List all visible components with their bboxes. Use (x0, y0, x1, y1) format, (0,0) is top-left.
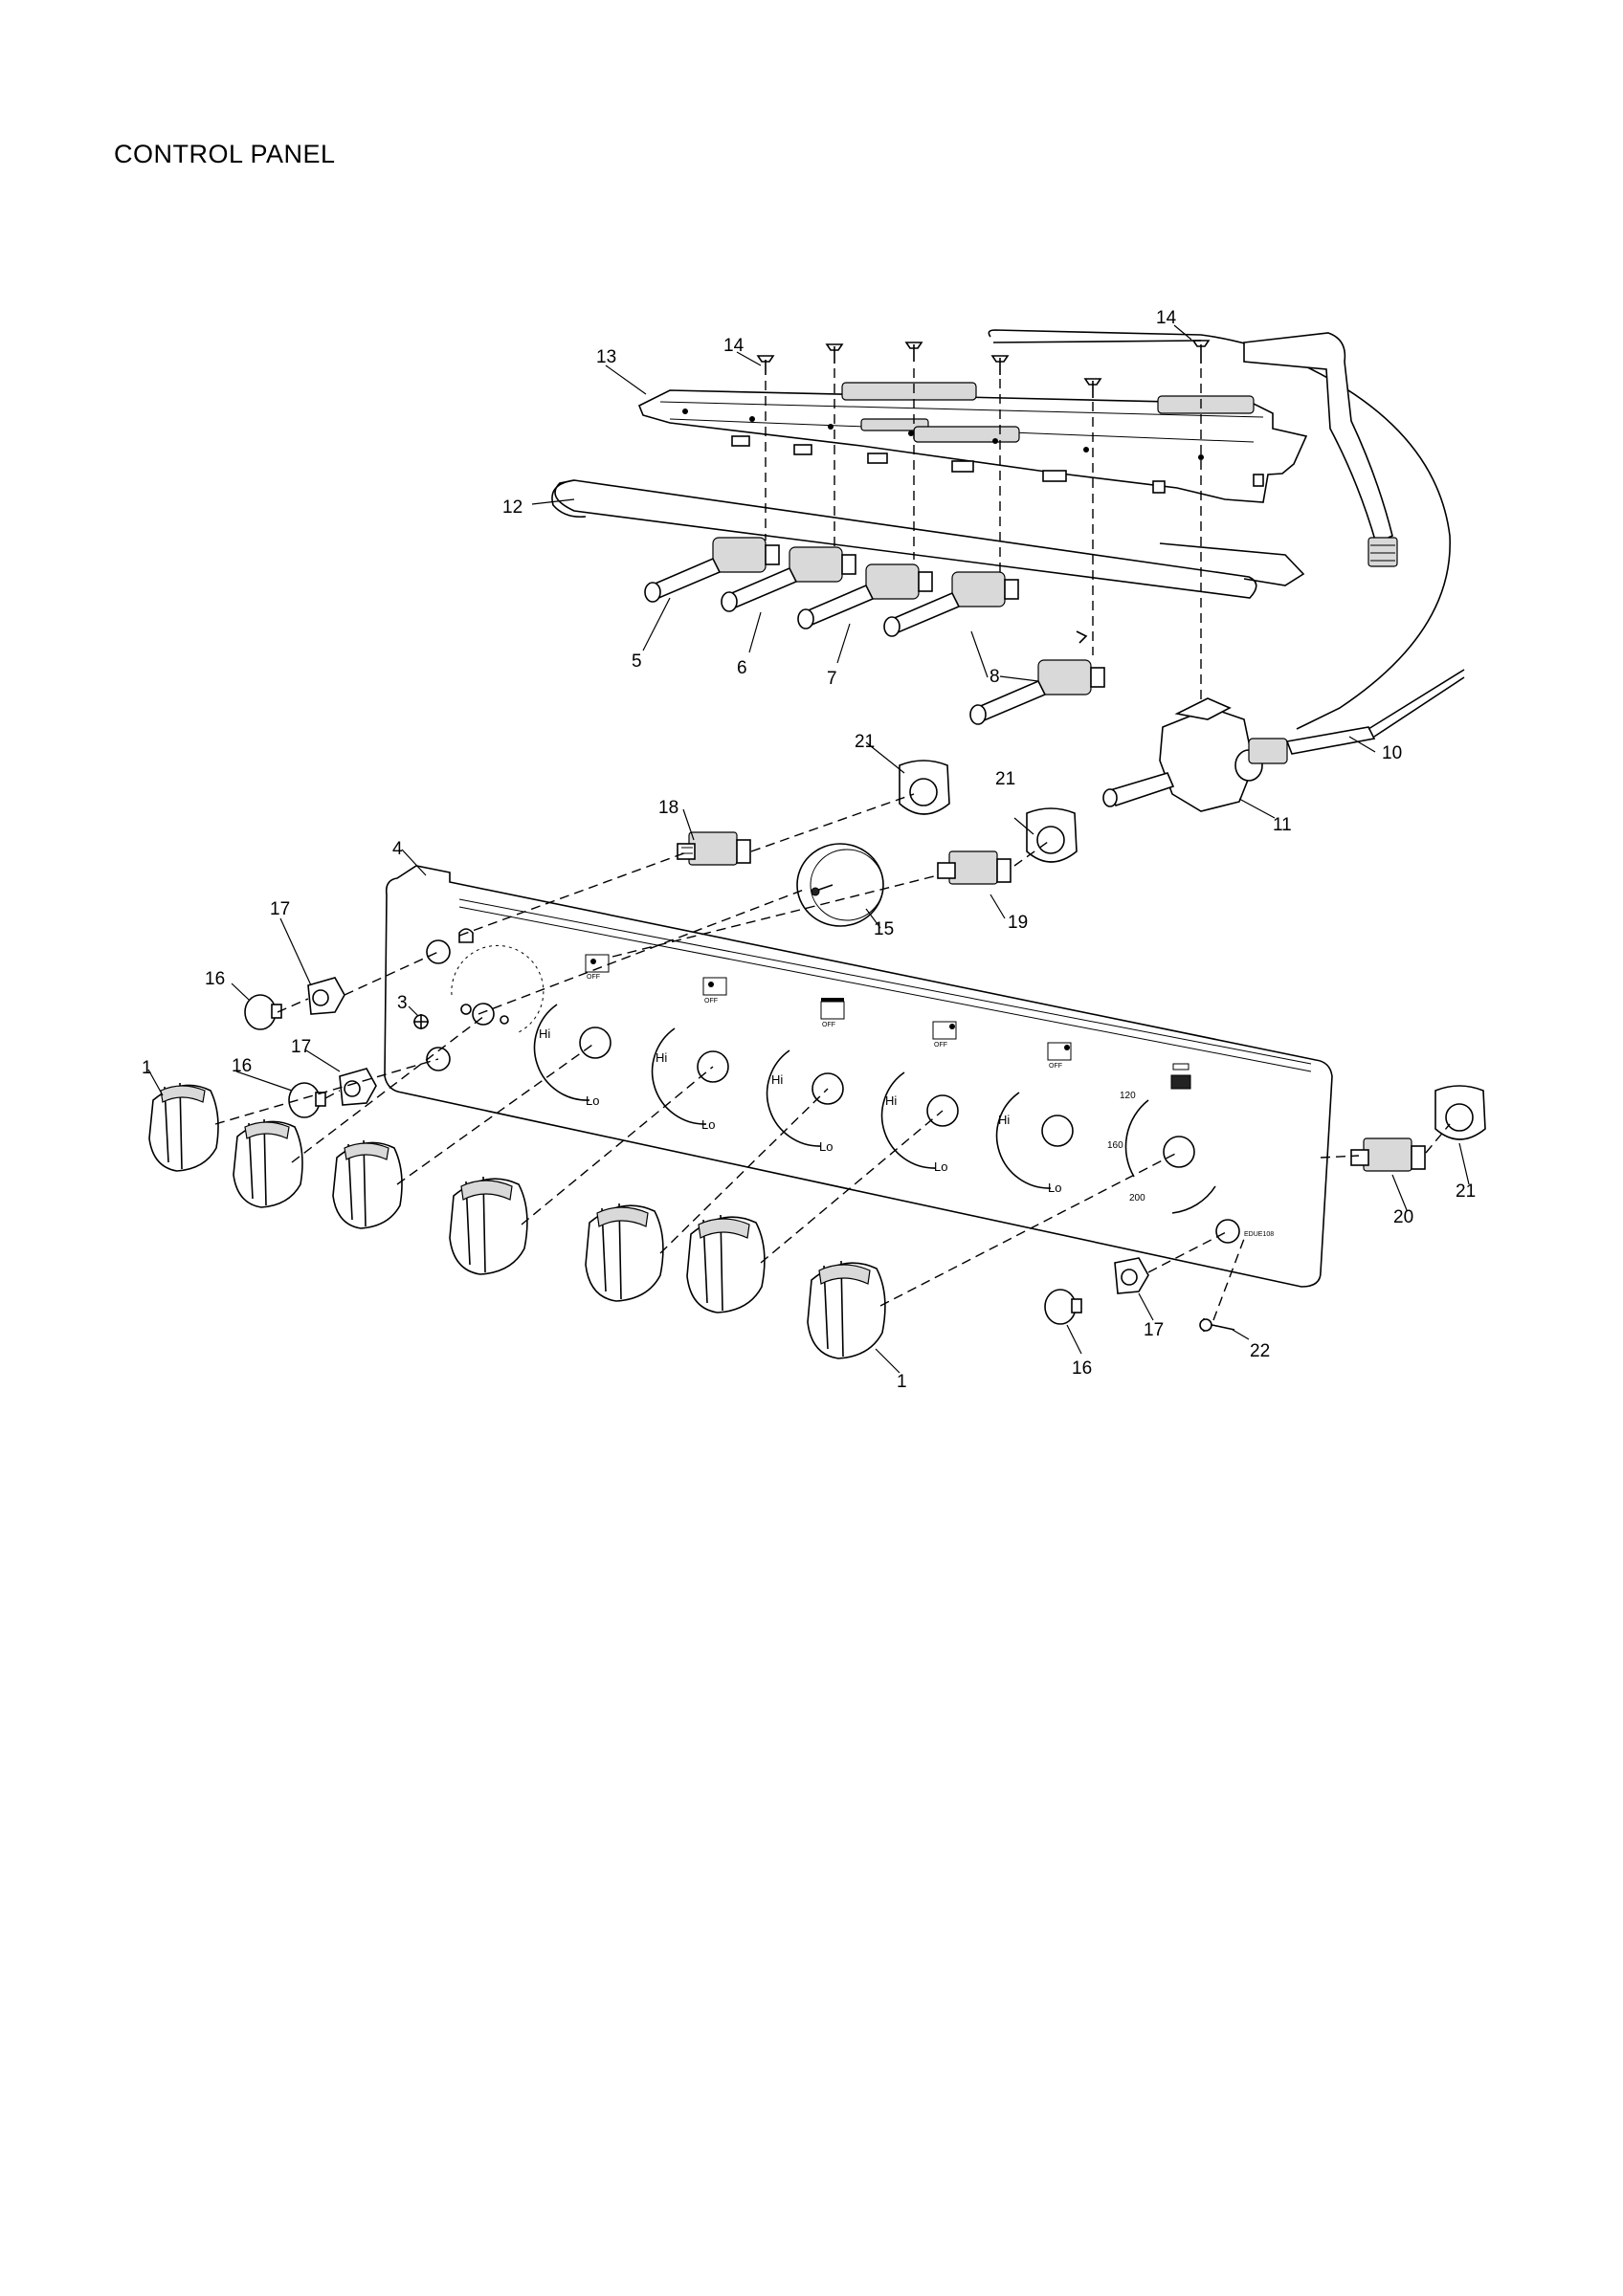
lo-label: Lo (819, 1139, 833, 1154)
lower-alignment-lines (214, 793, 1451, 1321)
callout-14: 14 (723, 336, 745, 356)
control-knob (332, 1139, 403, 1229)
callout-labels: 13 14 14 12 5 6 7 8 10 11 21 21 21 18 15… (142, 308, 1476, 1392)
callout-6: 6 (737, 658, 747, 678)
temp-label: 160 (1107, 1140, 1123, 1151)
push-button-16a (244, 994, 282, 1030)
burner-tap-6 (721, 546, 856, 612)
screw-22 (1199, 1318, 1235, 1332)
hi-label: Hi (539, 1027, 550, 1041)
callout-16: 16 (232, 1056, 252, 1076)
control-knob (233, 1118, 303, 1208)
button-holder-17c (1114, 1257, 1149, 1294)
callout-4: 4 (392, 839, 403, 859)
timer-15 (796, 843, 884, 927)
upper-alignment-lines (765, 368, 1202, 708)
burner-tap-8-left (883, 571, 1019, 637)
control-knob (585, 1203, 664, 1302)
thermostat-capillary (988, 329, 1451, 730)
control-knob (686, 1214, 766, 1314)
gas-rail-pipe (551, 479, 1305, 599)
off-label: OFF (1049, 1063, 1062, 1070)
hi-label: Hi (998, 1113, 1010, 1127)
push-button-16c (1044, 1289, 1082, 1325)
temp-label: 120 (1120, 1091, 1136, 1101)
switch-18 (677, 831, 751, 866)
bezel-21c (1434, 1085, 1486, 1140)
callout-1: 1 (142, 1058, 152, 1078)
oven-thermostat-valve (1102, 669, 1465, 812)
callout-17: 17 (291, 1037, 311, 1057)
callout-18: 18 (658, 798, 678, 818)
part-3 (413, 1014, 429, 1029)
control-knob (807, 1260, 886, 1359)
supply-elbow-pipe (1243, 332, 1398, 567)
callout-17: 17 (1144, 1320, 1164, 1340)
callout-10: 10 (1382, 743, 1402, 763)
switch-20 (1350, 1137, 1426, 1172)
lo-label: Lo (934, 1159, 947, 1174)
push-button-16b (288, 1082, 326, 1118)
lo-label: Lo (701, 1117, 715, 1132)
off-label: OFF (587, 974, 600, 981)
callout-5: 5 (632, 651, 642, 672)
callout-21: 21 (995, 769, 1015, 789)
callout-14: 14 (1156, 308, 1177, 328)
panel-markings: Hi Hi Hi Hi Hi Lo Lo Lo Lo Lo OFF OFF OF… (539, 974, 1274, 1238)
bezel-21a (899, 760, 950, 815)
leader-lines (147, 324, 1470, 1374)
button-holder-17b (339, 1068, 377, 1106)
burner-tap-8 (969, 630, 1105, 725)
callout-22: 22 (1250, 1341, 1270, 1361)
model-code: EDUE108 (1244, 1231, 1274, 1238)
callout-21: 21 (1456, 1181, 1476, 1202)
hi-label: Hi (885, 1093, 897, 1108)
lo-label: Lo (586, 1093, 599, 1108)
page-title: CONTROL PANEL (114, 140, 336, 168)
switch-19 (937, 850, 1012, 885)
callout-16: 16 (1072, 1358, 1092, 1379)
button-holder-17a (307, 977, 345, 1015)
callout-20: 20 (1393, 1207, 1413, 1227)
off-label: OFF (934, 1042, 947, 1049)
control-knob (148, 1082, 219, 1172)
screws (756, 340, 1211, 398)
burner-tap-7 (797, 563, 933, 629)
control-knob (449, 1176, 528, 1275)
bezel-21b (1026, 807, 1078, 863)
callout-3: 3 (397, 993, 408, 1013)
callout-7: 7 (827, 669, 837, 689)
control-fascia-panel (384, 865, 1333, 1288)
burner-tap-5 (644, 537, 780, 603)
off-label: OFF (822, 1022, 835, 1028)
off-label: OFF (704, 998, 718, 1004)
callout-17: 17 (270, 899, 290, 919)
callout-15: 15 (874, 919, 894, 939)
manifold-bracket (637, 382, 1308, 503)
lo-label: Lo (1048, 1181, 1061, 1195)
callout-13: 13 (596, 347, 616, 367)
callout-11: 11 (1273, 815, 1292, 835)
callout-1: 1 (897, 1372, 907, 1392)
callout-12: 12 (502, 497, 522, 518)
callout-16: 16 (205, 969, 225, 989)
hi-label: Hi (771, 1072, 783, 1087)
temp-label: 200 (1129, 1193, 1145, 1203)
callout-19: 19 (1008, 913, 1028, 933)
callout-8: 8 (989, 667, 1000, 687)
hi-label: Hi (656, 1050, 667, 1065)
callout-21: 21 (855, 732, 875, 752)
